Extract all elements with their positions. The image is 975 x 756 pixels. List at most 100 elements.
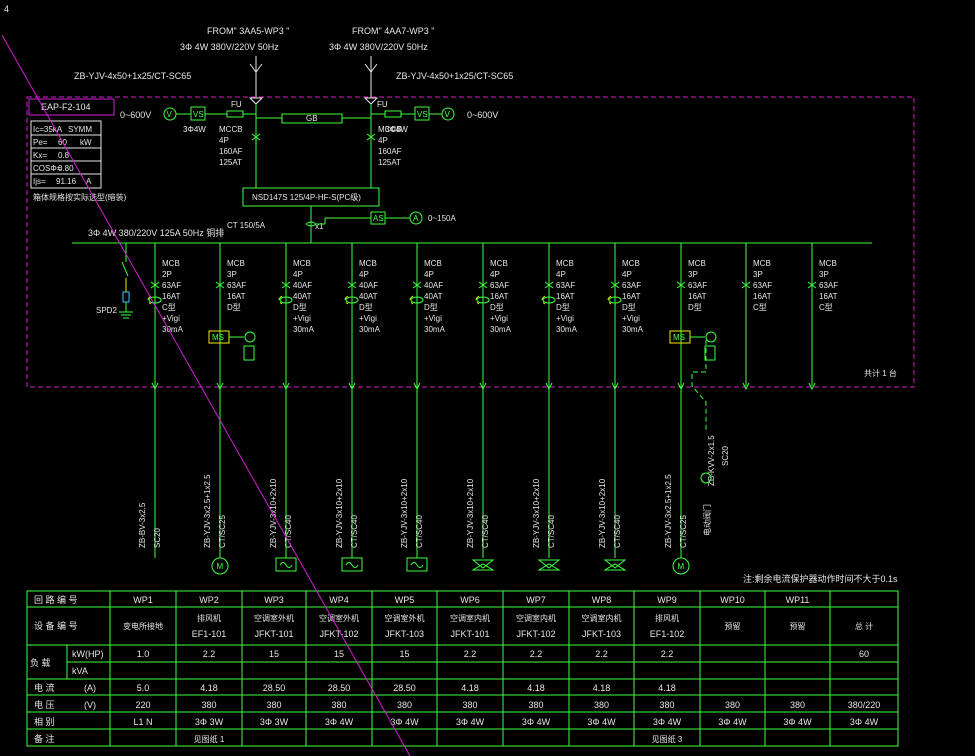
col-circuit: WP7 <box>526 595 546 605</box>
col-current: 28.50 <box>328 683 351 693</box>
branch-8: MCB4P63AF16ATD型+Vigi30mAZB-YJV-3x10+2x10… <box>598 243 644 571</box>
branch-4-breaker-line-2: 4P <box>359 270 369 279</box>
col-device-name: 排风机 <box>655 613 679 623</box>
svg-text:M: M <box>678 562 685 571</box>
branch-10-breaker-line-1: MCB <box>753 259 771 268</box>
svg-text:NSD147S 125/4P-HF-S(PC级): NSD147S 125/4P-HF-S(PC级) <box>252 192 361 202</box>
control-cable-conduit: SC20 <box>721 445 730 466</box>
col-device-name: 空调室外机 <box>319 613 359 623</box>
svg-text:VS: VS <box>417 110 428 119</box>
col-phase: 3Φ 4W <box>587 717 616 727</box>
branch-6-cable: ZB-YJV-3x10+2x10 <box>466 478 475 548</box>
branch-7-breaker-line-1: MCB <box>556 259 574 268</box>
branch-5-breaker-line-1: MCB <box>424 259 442 268</box>
branch-10-breaker-line-5: C型 <box>753 303 767 312</box>
branch-9-control-icon <box>704 345 716 361</box>
branch-2-breaker-line-3: 63AF <box>227 281 246 290</box>
branch-11-breaker-line-4: 16AT <box>819 292 838 301</box>
branch-2-motor-icon <box>211 557 229 575</box>
branch-11-breaker-line-2: 3P <box>819 270 829 279</box>
branch-3-breaker-line-7: 30mA <box>293 325 315 334</box>
branch-11-breaker-line-3: 63AF <box>819 281 838 290</box>
branch-3-cable: ZB-YJV-3x10+2x10 <box>269 478 278 548</box>
branch-6-breaker-line-5: D型 <box>490 303 504 312</box>
col-current: 28.50 <box>263 683 286 693</box>
col-voltage: 380 <box>397 700 412 710</box>
source-2-arrow-icon <box>363 97 379 105</box>
branch-3-rcd-icon <box>278 295 283 305</box>
col-voltage: 380 <box>594 700 609 710</box>
col-kw: 15 <box>399 649 409 659</box>
branch-4-heater-icon <box>341 557 363 572</box>
branch-7-fan-icon <box>537 559 561 571</box>
svg-text:4P: 4P <box>378 136 388 145</box>
col-voltage: 380 <box>462 700 477 710</box>
col-device-name: 预留 <box>725 621 741 631</box>
branch-2-breaker-line-4: 16AT <box>227 292 246 301</box>
branch-4-breaker-line-3: 40AF <box>359 281 378 290</box>
protection-note: 注:剩余电流保护器动作时间不大于0.1s <box>743 573 898 584</box>
col-current: 4.18 <box>527 683 545 693</box>
source-1-arrow-icon <box>248 97 264 105</box>
branch-8-breaker-line-4: 16AT <box>622 292 641 301</box>
branch-5-conduit: CT/SC40 <box>415 515 424 548</box>
svg-text:SYMM: SYMM <box>68 125 92 134</box>
col-device-id: JFKT-102 <box>319 629 358 639</box>
source-1: FROM" 3AA5-WP3 " 3Φ 4W 380V/220V 50Hz ZB… <box>74 26 289 105</box>
branch-7-rcd-icon <box>541 295 546 305</box>
branch-2-breaker-line-5: D型 <box>227 303 241 312</box>
col-device-name: 空调室内机 <box>516 613 556 623</box>
branch-11-breaker-icon <box>807 281 817 289</box>
col-phase: 3Φ 4W <box>325 717 354 727</box>
control-cable-line <box>691 340 707 430</box>
ct-label: CT 150/5A <box>227 221 266 230</box>
branch-2-indicator-icon <box>244 331 256 343</box>
branch-3-breaker-icon <box>281 281 291 289</box>
svg-text:Ic=35kA: Ic=35kA <box>33 125 63 134</box>
col-device-id: JFKT-103 <box>582 629 621 639</box>
source-2-spec: 3Φ 4W 380V/220V 50Hz <box>329 42 428 52</box>
svg-text:VS: VS <box>193 110 204 119</box>
source-1-cable: ZB-YJV-4x50+1x25/CT-SC65 <box>74 71 191 81</box>
branch-2-control-icon <box>243 345 255 361</box>
col-phase: 3Φ 4W <box>850 717 879 727</box>
col-circuit: WP3 <box>264 595 284 605</box>
branch-7-cable: ZB-YJV-3x10+2x10 <box>532 478 541 548</box>
branch-9-breaker-line-4: 16AT <box>688 292 707 301</box>
col-circuit: WP10 <box>720 595 745 605</box>
col-device-name: 空调室外机 <box>254 613 294 623</box>
col-circuit: WP2 <box>199 595 219 605</box>
svg-text:GB: GB <box>306 114 318 123</box>
branch-6-breaker-line-4: 16AT <box>490 292 509 301</box>
table-header-voltage: 电 压 <box>34 699 55 710</box>
branch-10-breaker-icon <box>741 281 751 289</box>
branch-4-breaker-line-7: 30mA <box>359 325 381 334</box>
branch-1-breaker-line-2: 2P <box>162 270 172 279</box>
svg-text:MCCB: MCCB <box>219 125 243 134</box>
branch-7-breaker-line-5: D型 <box>556 303 570 312</box>
svg-text:MS: MS <box>212 333 224 342</box>
control-cable-spec: ZB-KVV-2x1.5 <box>707 435 716 486</box>
branch-10-breaker-line-3: 63AF <box>753 281 772 290</box>
source-2-cable: ZB-YJV-4x50+1x25/CT-SC65 <box>396 71 513 81</box>
branch-8-breaker-line-1: MCB <box>622 259 640 268</box>
branch-6-rcd-icon <box>475 295 480 305</box>
col-kw: 15 <box>269 649 279 659</box>
branch-9-indicator-icon <box>705 331 717 343</box>
table-header-load: 负 载 <box>30 657 51 668</box>
branch-4-rcd-icon <box>344 295 349 305</box>
branch-3-breaker-line-5: D型 <box>293 303 307 312</box>
right-meter-chain: FU VS V 0~600V 3Φ4W <box>371 100 498 134</box>
branch-8-breaker-line-5: D型 <box>622 303 636 312</box>
branch-9-conduit: CT/SC25 <box>679 515 688 548</box>
svg-text:V: V <box>445 110 451 119</box>
branch-1-breaker-line-3: 63AF <box>162 281 181 290</box>
branch-3-breaker-line-6: +Vigi <box>293 314 311 323</box>
branch-1-breaker-line-1: MCB <box>162 259 180 268</box>
